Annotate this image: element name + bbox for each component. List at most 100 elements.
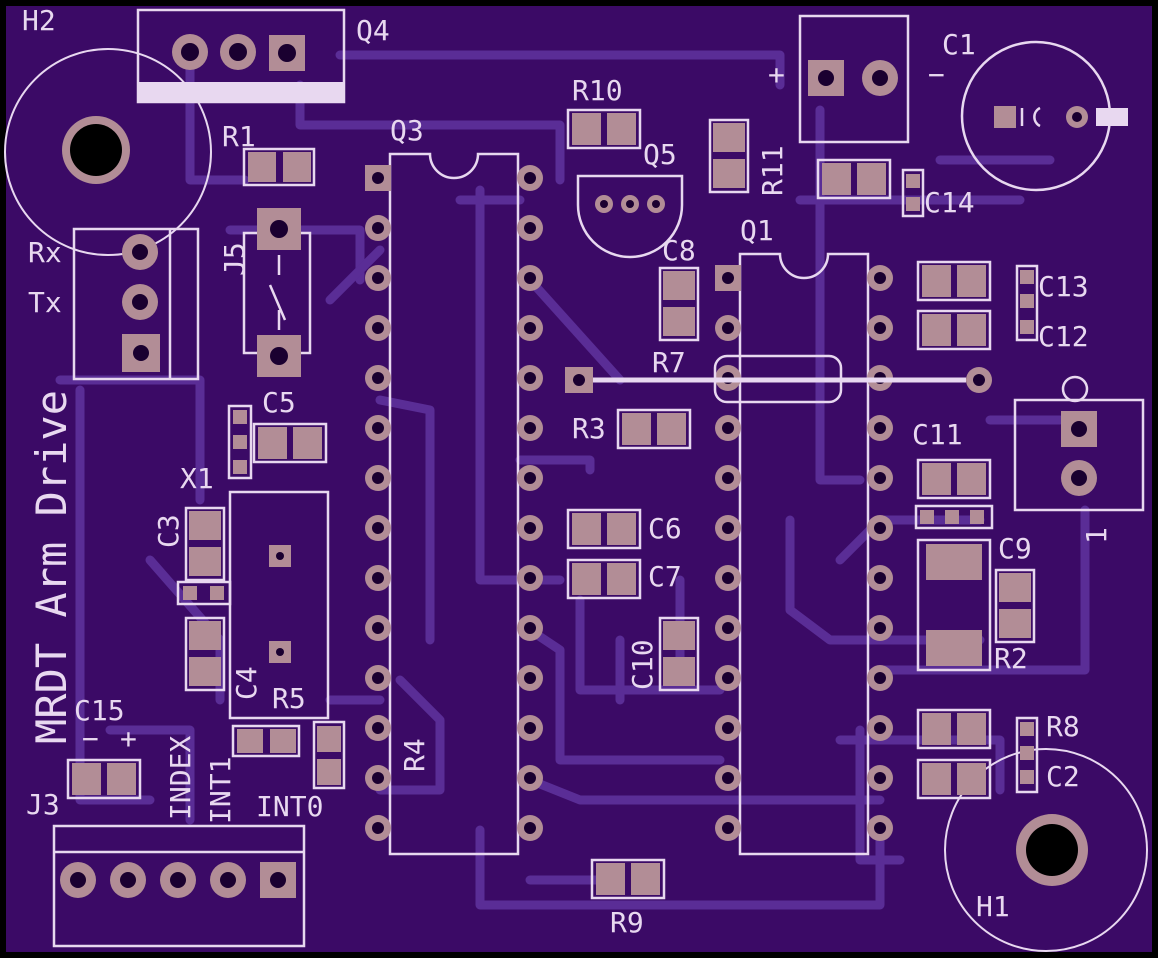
q3-pin-hole — [372, 522, 384, 534]
label-c1: C1 — [942, 28, 976, 61]
q3-pin-hole — [524, 672, 536, 684]
label-tx: Tx — [28, 286, 62, 319]
label-r7: R7 — [652, 346, 686, 379]
r1-resistor — [242, 147, 316, 187]
label-h1: H1 — [976, 890, 1010, 923]
q1-pin-hole — [722, 422, 734, 434]
q3-pin-hole — [372, 572, 384, 584]
q1-pin-hole — [722, 572, 734, 584]
label-c12: C12 — [1038, 320, 1089, 353]
c12-capacitor — [916, 309, 992, 351]
label-c11: C11 — [912, 418, 963, 451]
q1-pin-hole — [874, 822, 886, 834]
label-c10: C10 — [626, 639, 659, 690]
label-c14: C14 — [924, 186, 975, 219]
c3-c4-vias — [176, 580, 232, 606]
label-x1: X1 — [180, 462, 214, 495]
c12-c13-vias — [1015, 264, 1039, 342]
q3-pin-hole — [372, 272, 384, 284]
c4-capacitor — [184, 616, 226, 692]
c14-capacitor — [816, 158, 925, 218]
r5-resistor — [231, 724, 301, 758]
q1-pin-hole — [722, 772, 734, 784]
c7-capacitor — [566, 558, 642, 600]
q1-ic — [715, 252, 893, 856]
q1-pin-hole — [874, 472, 886, 484]
r10-resistor — [566, 108, 642, 150]
label-c15-plus: + — [120, 722, 137, 755]
right-connector — [1013, 375, 1145, 512]
q3-pin-hole — [372, 422, 384, 434]
label-one: 1 — [1080, 527, 1113, 544]
label-c3: C3 — [152, 514, 185, 548]
q3-pin-hole — [524, 272, 536, 284]
label-c1-minus: − — [928, 58, 945, 91]
label-c15: C15 — [74, 694, 125, 727]
q1-pin-hole — [874, 672, 886, 684]
label-q3: Q3 — [390, 114, 424, 147]
label-int1: INT1 — [204, 757, 237, 824]
q1-pin-hole — [722, 622, 734, 634]
q3-pin-hole — [372, 472, 384, 484]
q1-pin-hole — [874, 772, 886, 784]
mounting-hole-h1 — [944, 748, 1148, 952]
q3-pin-hole — [372, 722, 384, 734]
q3-pin-hole — [524, 572, 536, 584]
label-c15-minus: − — [82, 722, 99, 755]
q3-pin-hole — [372, 672, 384, 684]
q3-pin-hole — [372, 772, 384, 784]
label-rx: Rx — [28, 236, 62, 269]
r8-c2-vias — [1015, 716, 1039, 794]
q1-pin-hole — [722, 472, 734, 484]
c6-capacitor — [566, 508, 642, 550]
label-j5: J5 — [218, 242, 251, 276]
mounting-hole-h2 — [4, 48, 212, 256]
label-q1: Q1 — [740, 214, 774, 247]
label-c7: C7 — [648, 560, 682, 593]
q3-pin-hole — [372, 822, 384, 834]
label-r5: R5 — [272, 682, 306, 715]
q1-pin-hole — [874, 572, 886, 584]
label-r8: R8 — [1046, 710, 1080, 743]
label-q5: Q5 — [643, 138, 677, 171]
q3-ic — [365, 152, 543, 856]
q3-pin-hole — [524, 772, 536, 784]
q3-pin-hole — [524, 172, 536, 184]
q5-transistor — [576, 174, 684, 259]
q1-pin-hole — [722, 522, 734, 534]
q3-pin-hole — [524, 422, 536, 434]
r4-resistor — [312, 720, 346, 790]
label-c9: C9 — [998, 532, 1032, 565]
q1-pin-hole — [874, 272, 886, 284]
r11-resistor — [708, 118, 750, 194]
q3-pin-hole — [524, 222, 536, 234]
q3-pin-hole — [524, 622, 536, 634]
label-int0: INT0 — [256, 790, 323, 823]
c8-capacitor — [658, 266, 700, 342]
q1-pin-hole — [874, 522, 886, 534]
label-q4: Q4 — [356, 14, 390, 47]
r3-resistor — [616, 408, 692, 450]
q1-outline — [738, 252, 870, 856]
c13-capacitor — [916, 260, 992, 302]
q3-pin-hole — [372, 372, 384, 384]
label-r4: R4 — [398, 738, 431, 772]
label-c2: C2 — [1046, 760, 1080, 793]
q1-pin-hole — [722, 822, 734, 834]
q3-pin-hole — [372, 172, 384, 184]
c1-capacitor — [798, 14, 1128, 192]
q3-pin-hole — [524, 472, 536, 484]
q1-pin-hole — [722, 722, 734, 734]
q1-pin-hole — [722, 272, 734, 284]
label-r2: R2 — [994, 642, 1028, 675]
c15-capacitor — [66, 758, 142, 800]
q3-pin-hole — [524, 822, 536, 834]
tantalum-capacitor — [916, 538, 992, 672]
q3-pin-hole — [524, 522, 536, 534]
label-c8: C8 — [662, 234, 696, 267]
q3-pin-hole — [524, 372, 536, 384]
label-index: INDEX — [164, 736, 197, 820]
j5-jumper — [242, 208, 312, 377]
q3-pin-hole — [372, 622, 384, 634]
